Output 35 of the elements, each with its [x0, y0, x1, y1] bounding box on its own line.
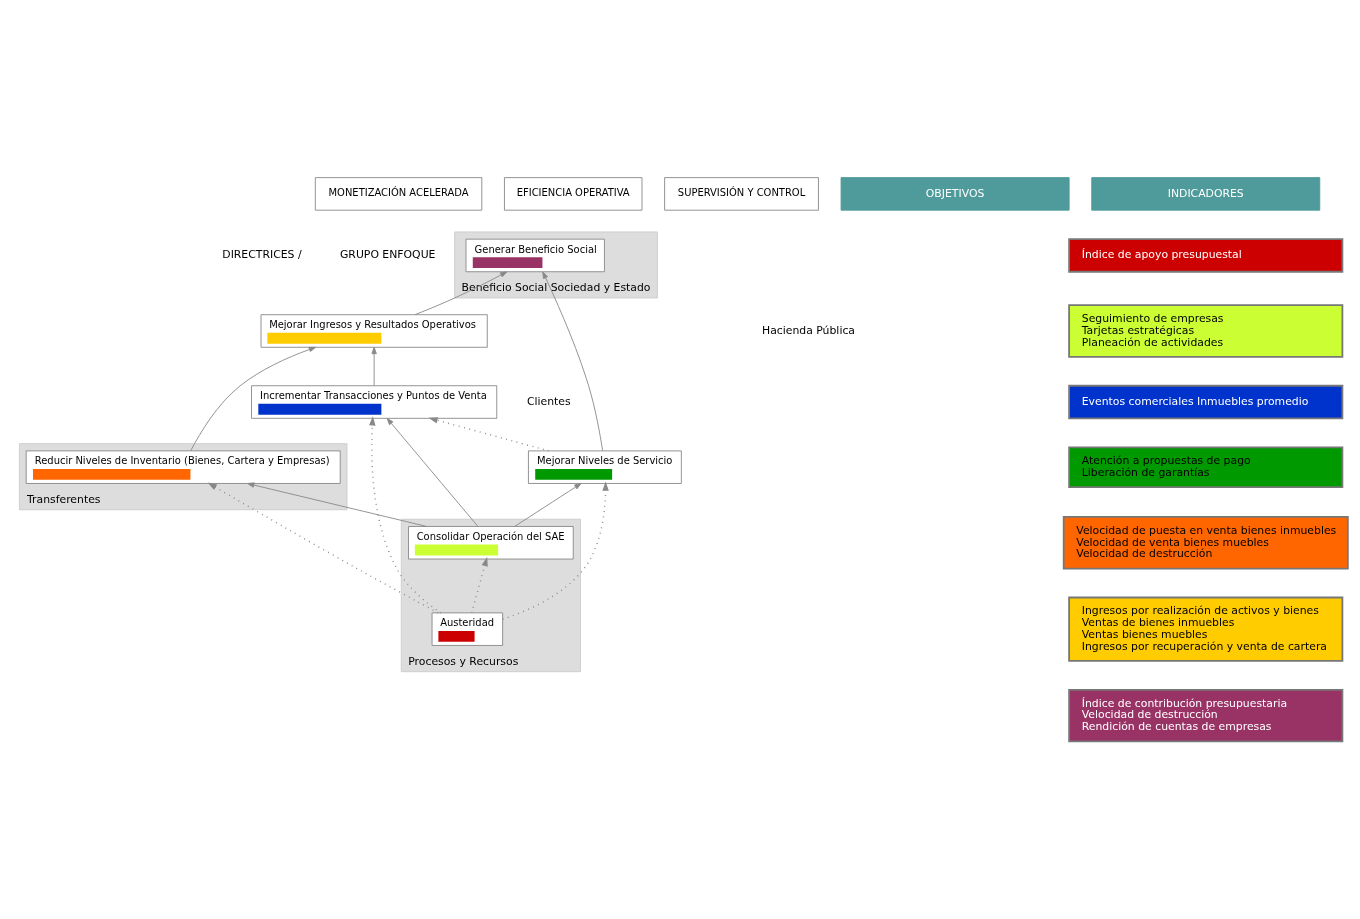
node-box: Mejorar Ingresos y Resultados Operativos [260, 314, 488, 348]
node-box: Consolidar Operación del SAE [408, 526, 574, 560]
arrow [414, 271, 508, 316]
arrow [502, 481, 609, 620]
node-box: Eventos comerciales Inmuebles promedio [1068, 384, 1344, 420]
arrow [369, 416, 442, 614]
node-box: Índice de contribución presupuestaria Velocidad de destrucción Rendición de cuentas de empresas [1068, 688, 1344, 743]
arrow [542, 271, 604, 452]
arrow [386, 417, 479, 527]
node-box: Ingresos por realización de activos y bienes Ventas de bienes inmuebles Ventas bienes muebles Ingresos por recuperación y venta de cartera [1068, 596, 1344, 662]
node-box: MONETIZACIÓN ACELERADA [314, 177, 483, 211]
arrow [514, 483, 582, 527]
node-box: Seguimiento de empresas Tarjetas estratégicas Planeación de actividades [1068, 304, 1344, 358]
node-box: Generar Beneficio Social [465, 238, 605, 273]
node-box: INDICADORES [1091, 177, 1321, 211]
arrow [207, 482, 439, 614]
node-box: Reducir Niveles de Inventario (Bienes, Cartera y Empresas) [25, 450, 341, 484]
arrow [247, 482, 427, 527]
node-box: Mejorar Niveles de Servicio [527, 450, 682, 484]
node-box: Incrementar Transacciones y Puntos de Venta [251, 385, 498, 419]
node-box: Atención a propuestas de pago Liberación de garantías [1068, 446, 1344, 488]
label: Clientes [526, 394, 571, 408]
arrow [428, 417, 550, 452]
node-box: SUPERVISIÓN Y CONTROL [664, 177, 819, 211]
node-box: OBJETIVOS [840, 177, 1070, 211]
label: DIRECTRICES / [222, 248, 302, 262]
label: GRUPO ENFOQUE [339, 248, 436, 262]
node-box: Austeridad [431, 612, 504, 646]
label: Hacienda Pública [761, 323, 856, 337]
node-box: EFICIENCIA OPERATIVA [504, 177, 643, 211]
arrow [371, 346, 377, 386]
node-box: Velocidad de puesta en venta bienes inmuebles Velocidad de venta bienes muebles Velocidad de destrucción [1062, 516, 1349, 570]
arrow [470, 556, 488, 614]
arrow [190, 346, 317, 452]
node-box: Índice de apoyo presupuestal [1068, 238, 1344, 273]
